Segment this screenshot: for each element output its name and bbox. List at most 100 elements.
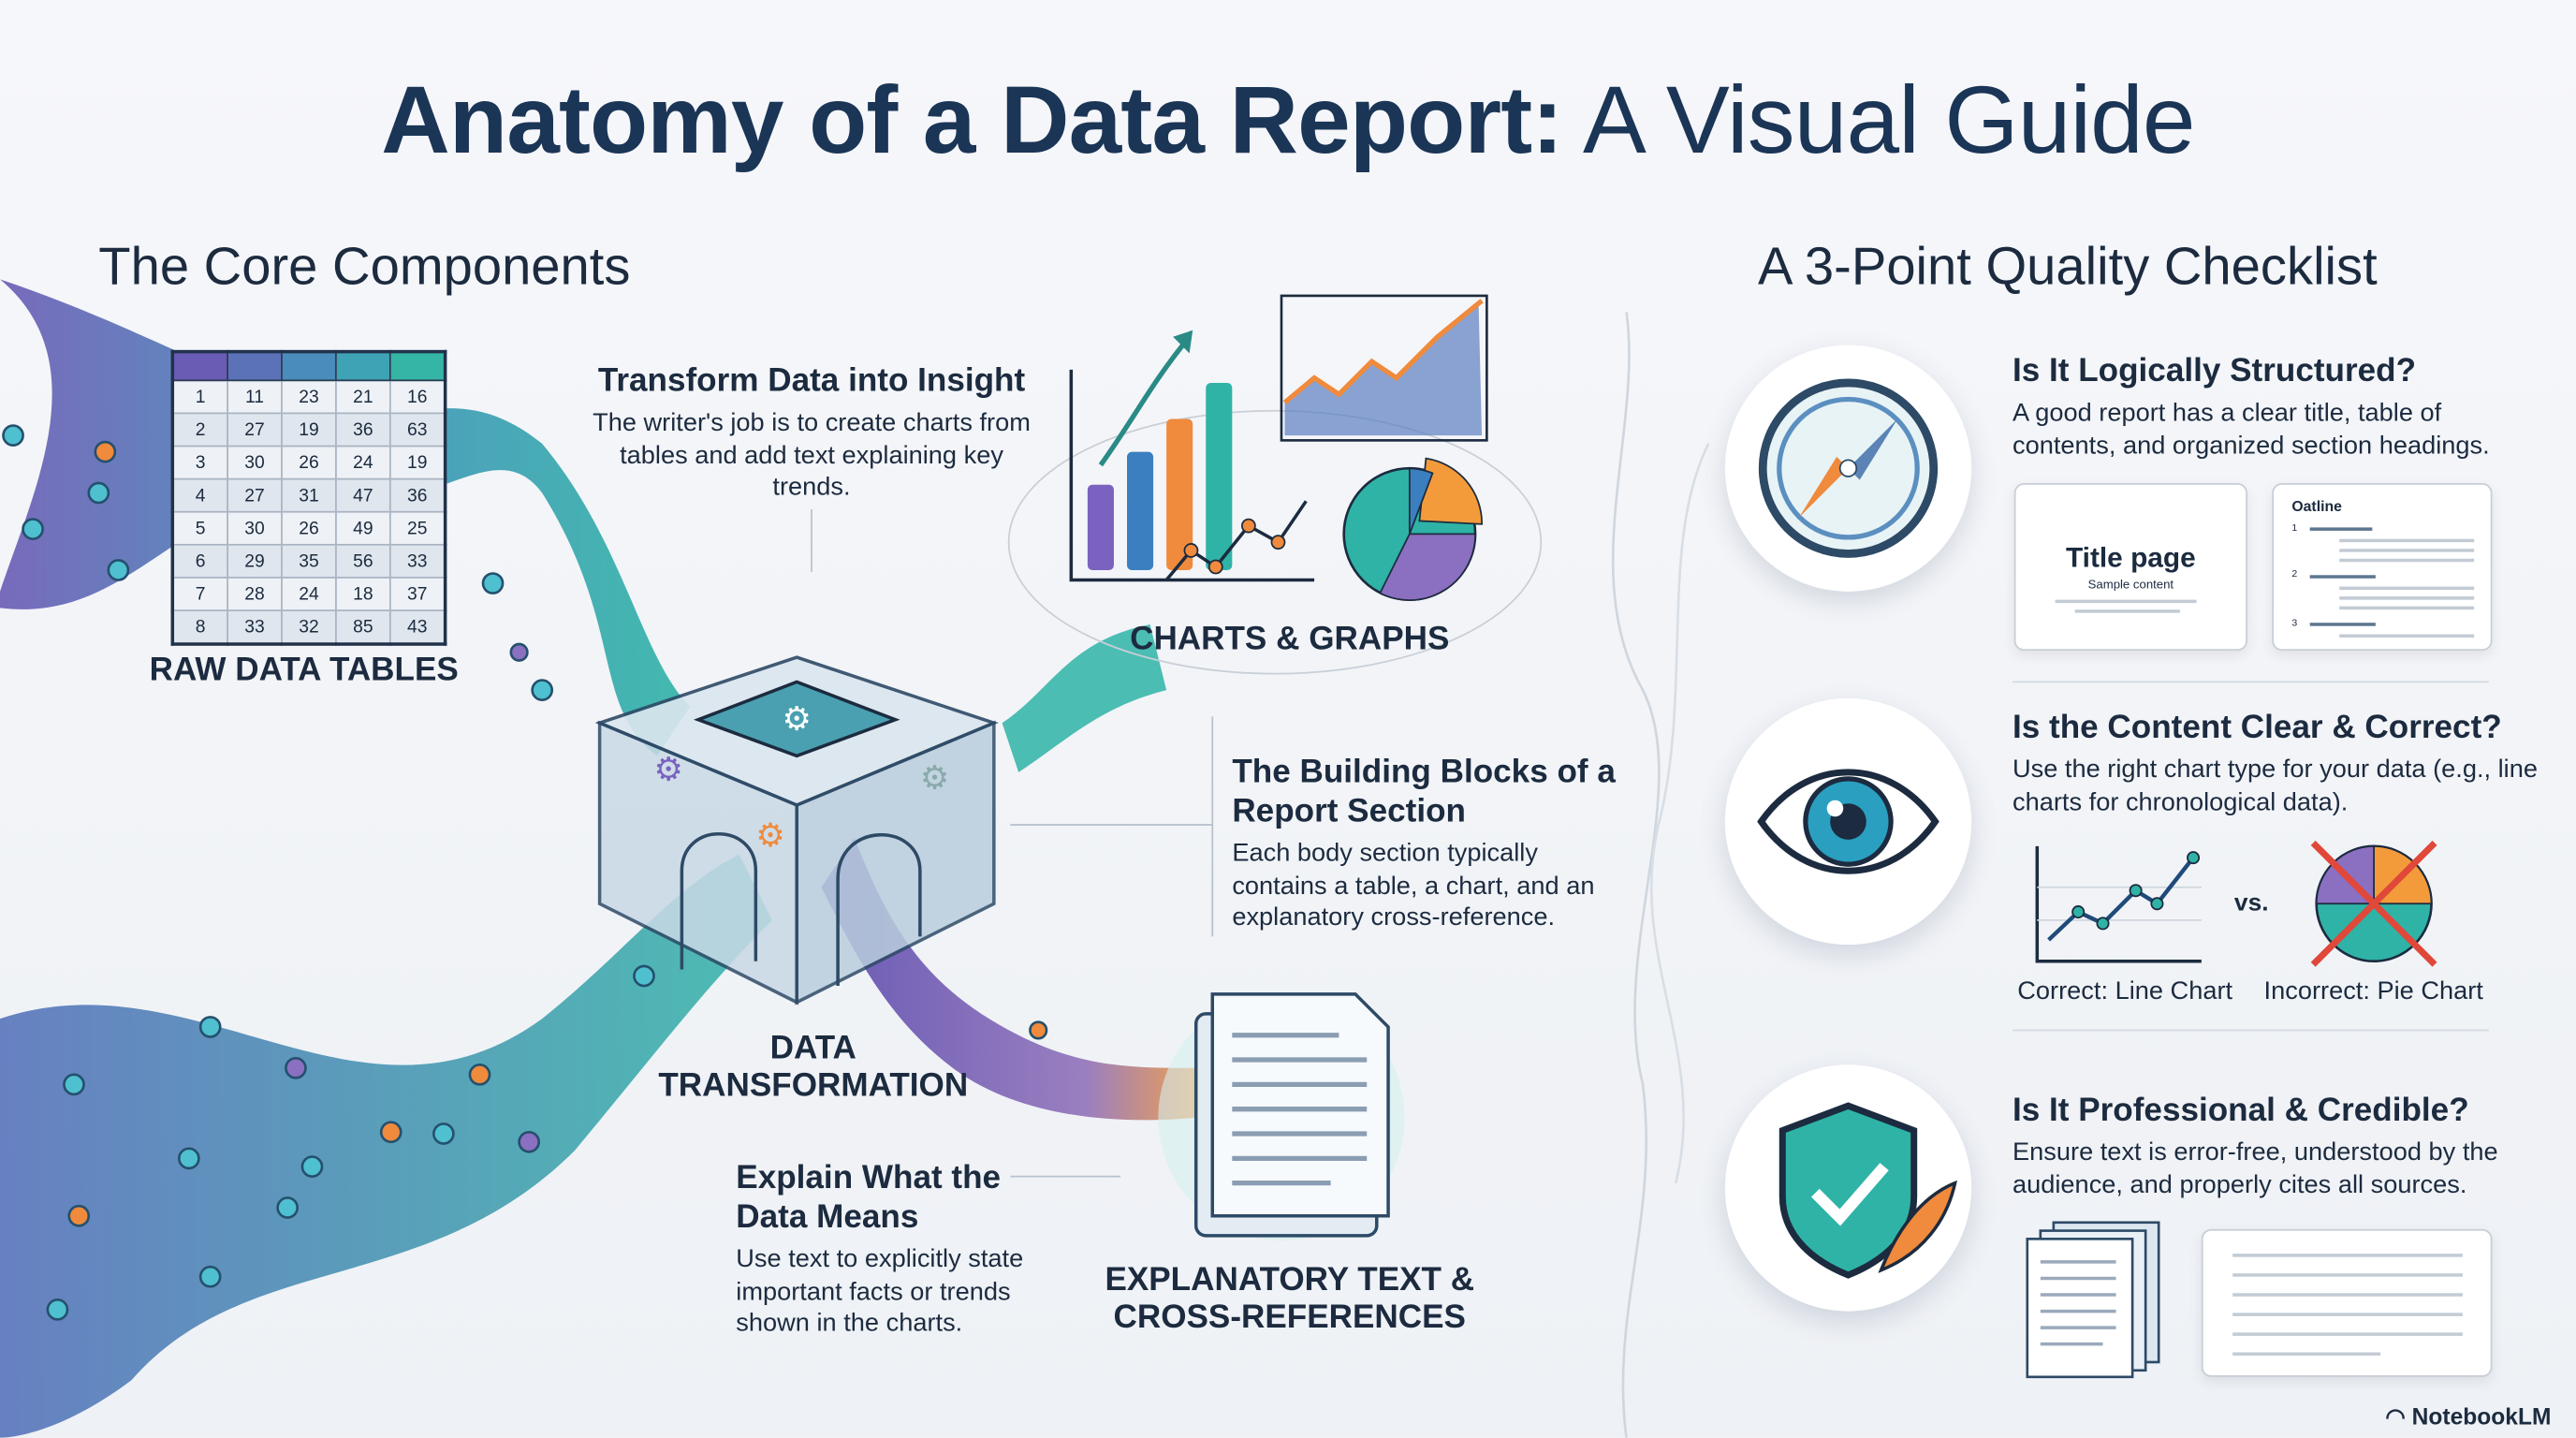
- table-cell: 6: [171, 543, 228, 579]
- checklist-item-professional: Is It Professional & Credible? Ensure te…: [2012, 1091, 2539, 1201]
- pie-chart-crossed-icon: [2310, 840, 2437, 967]
- table-cell: 19: [388, 445, 446, 480]
- text-card: [2201, 1228, 2493, 1377]
- table-cell: 33: [227, 609, 283, 645]
- core-components-heading: The Core Components: [98, 236, 631, 296]
- checklist-body: A good report has a clear title, table o…: [2012, 399, 2490, 460]
- table-cell: 21: [335, 379, 391, 415]
- page-title: Anatomy of a Data Report: A Visual Guide: [381, 66, 2195, 175]
- title-page-card: Title page Sample content: [2013, 482, 2247, 652]
- bar: [1206, 382, 1233, 571]
- callout-title: Transform Data into Insight: [597, 362, 1026, 400]
- eye-icon: [1724, 697, 1972, 946]
- callout-title: Explain What the Data Means: [736, 1160, 1002, 1236]
- shield-check-icon: [1724, 1064, 1972, 1312]
- callout-body: The writer's job is to create charts fro…: [593, 409, 1031, 502]
- table-cell: 25: [388, 510, 446, 546]
- notebooklm-icon: ◠: [2385, 1402, 2412, 1430]
- callout-body: Each body section typically contains a t…: [1232, 839, 1595, 932]
- table-cell: 33: [388, 543, 446, 579]
- gear-icon: ⚙: [654, 752, 683, 788]
- table-cell: 5: [171, 510, 228, 546]
- table-cell: 26: [281, 445, 337, 480]
- table-cell: 23: [281, 379, 337, 415]
- outline-title: Oatline: [2291, 497, 2342, 515]
- title-page-sub: Sample content: [2087, 577, 2174, 592]
- gear-icon: ⚙: [755, 817, 784, 854]
- gear-icon: ⚙: [920, 759, 949, 796]
- document-stack-icon: [2026, 1221, 2160, 1379]
- table-cell: 36: [388, 477, 446, 513]
- bar: [1087, 484, 1114, 571]
- table-cell: 36: [335, 412, 391, 448]
- table-cell: 56: [335, 543, 391, 579]
- raw-data-tables-label: RAW DATA TABLES: [149, 652, 459, 689]
- table-cell: 37: [388, 577, 446, 611]
- table-cell: 26: [281, 510, 337, 546]
- bar: [1166, 418, 1193, 571]
- table-cell: 43: [388, 609, 446, 645]
- outline-card: Oatline 1 2 3: [2272, 482, 2493, 652]
- outline-num: 2: [2291, 570, 2298, 580]
- charts-illustration: [1069, 294, 1488, 601]
- compass-icon: [1724, 345, 1972, 592]
- checklist-item-structured: Is It Logically Structured? A good repor…: [2012, 352, 2539, 462]
- table-cell: 32: [281, 609, 337, 645]
- table-cell: 24: [335, 445, 391, 480]
- explain-callout: Explain What the Data Means Use text to …: [736, 1158, 1064, 1340]
- checklist-body: Ensure text is error-free, understood by…: [2012, 1138, 2498, 1199]
- explanatory-text-label: EXPLANATORY TEXT & CROSS-REFERENCES: [1105, 1261, 1475, 1336]
- table-cell: 18: [335, 577, 391, 611]
- table-cell: 4: [171, 477, 228, 513]
- outline-num: 3: [2291, 619, 2298, 630]
- table-cell: 3: [171, 445, 228, 480]
- table-cell: 19: [281, 412, 337, 448]
- table-cell: 30: [227, 510, 283, 546]
- table-cell: 2: [171, 412, 228, 448]
- table-cell: 1: [171, 379, 228, 415]
- table-header-row: [171, 350, 446, 382]
- notebooklm-logo: ◠ NotebookLM: [2385, 1403, 2551, 1431]
- data-transformation-label: DATA TRANSFORMATION: [658, 1030, 969, 1105]
- checklist-body: Use the right chart type for your data (…: [2012, 756, 2538, 816]
- footer-brand: NotebookLM: [2411, 1402, 2552, 1430]
- bar: [1126, 451, 1154, 571]
- quill-icon: [1878, 1180, 1957, 1273]
- building-blocks-callout: The Building Blocks of a Report Section …: [1232, 753, 1626, 934]
- table-cell: 7: [171, 577, 228, 611]
- table-cell: 35: [281, 543, 337, 579]
- table-cell: 24: [281, 577, 337, 611]
- checklist-item-clear: Is the Content Clear & Correct? Use the …: [2012, 708, 2539, 818]
- checklist-title: Is It Professional & Credible?: [2012, 1093, 2469, 1129]
- table-cell: 63: [388, 412, 446, 448]
- vs-label: vs.: [2233, 888, 2269, 917]
- table-cell: 28: [227, 577, 283, 611]
- document-icon: [1158, 992, 1405, 1241]
- table-cell: 31: [281, 477, 337, 513]
- data-transformation-cube: ⚙ ⚙ ⚙ ⚙: [594, 655, 999, 1005]
- checklist-title: Is the Content Clear & Correct?: [2012, 710, 2502, 746]
- transform-callout: Transform Data into Insight The writer's…: [592, 361, 1032, 504]
- table-cell: 16: [388, 379, 446, 415]
- charts-graphs-label: CHARTS & GRAPHS: [1130, 621, 1450, 658]
- svg-text:⚙: ⚙: [782, 700, 811, 737]
- table-cell: 30: [227, 445, 283, 480]
- table-cell: 85: [335, 609, 391, 645]
- table-cell: 8: [171, 609, 228, 645]
- table-cell: 27: [227, 412, 283, 448]
- callout-body: Use text to explicitly state important f…: [736, 1245, 1024, 1338]
- line-chart-icon: [2035, 845, 2202, 963]
- correct-line-chart-label: Correct: Line Chart: [2017, 977, 2233, 1006]
- table-cell: 27: [227, 477, 283, 513]
- checklist-title: Is It Logically Structured?: [2012, 353, 2417, 389]
- brain-chip-icon: [693, 680, 900, 758]
